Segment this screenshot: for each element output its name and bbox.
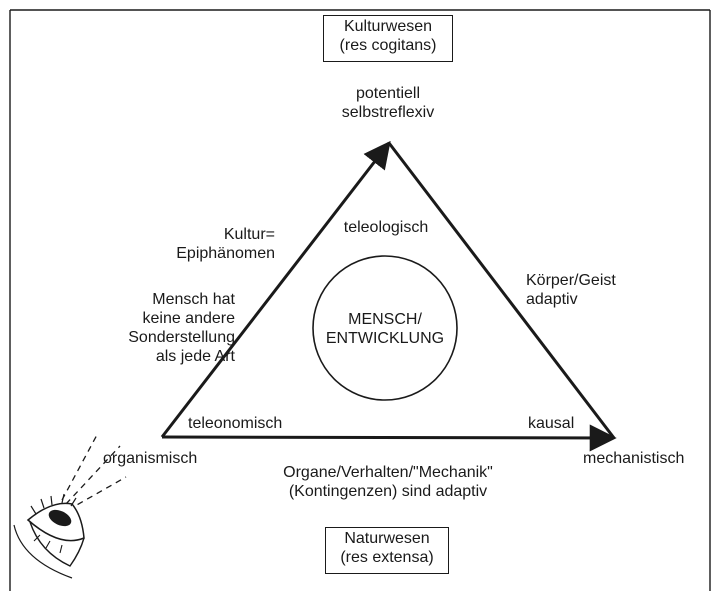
- teleonomisch-label: teleonomisch: [188, 415, 283, 432]
- center-circle: [312, 255, 458, 401]
- top-caption: potentiell selbstreflexiv: [341, 85, 435, 121]
- triangle-left-edge-arrow: [160, 140, 391, 438]
- kultur-epiphaenomen-label: Kultur= Epiphänomen: [176, 226, 275, 262]
- teleologisch-label: teleologisch: [343, 219, 429, 236]
- mensch-sonderstellung-label: Mensch hat keine andere Sonderstellung a…: [128, 291, 235, 365]
- triangle-bottom-edge-arrow: [161, 424, 617, 452]
- mechanistisch-label: mechanistisch: [583, 450, 685, 467]
- eye-icon: [13, 432, 127, 579]
- kulturwesen-box: Kulturwesen (res cogitans): [323, 15, 453, 62]
- naturwesen-box: Naturwesen (res extensa): [325, 527, 449, 574]
- triangle-right-edge: [387, 142, 616, 439]
- organismisch-label: organismisch: [103, 450, 198, 467]
- kausal-label: kausal: [528, 415, 575, 432]
- bottom-caption: Organe/Verhalten/"Mechanik" (Kontingenze…: [283, 464, 493, 500]
- center-label: MENSCH/ ENTWICKLUNG: [325, 311, 445, 347]
- koerper-geist-label: Körper/Geist adaptiv: [526, 272, 616, 308]
